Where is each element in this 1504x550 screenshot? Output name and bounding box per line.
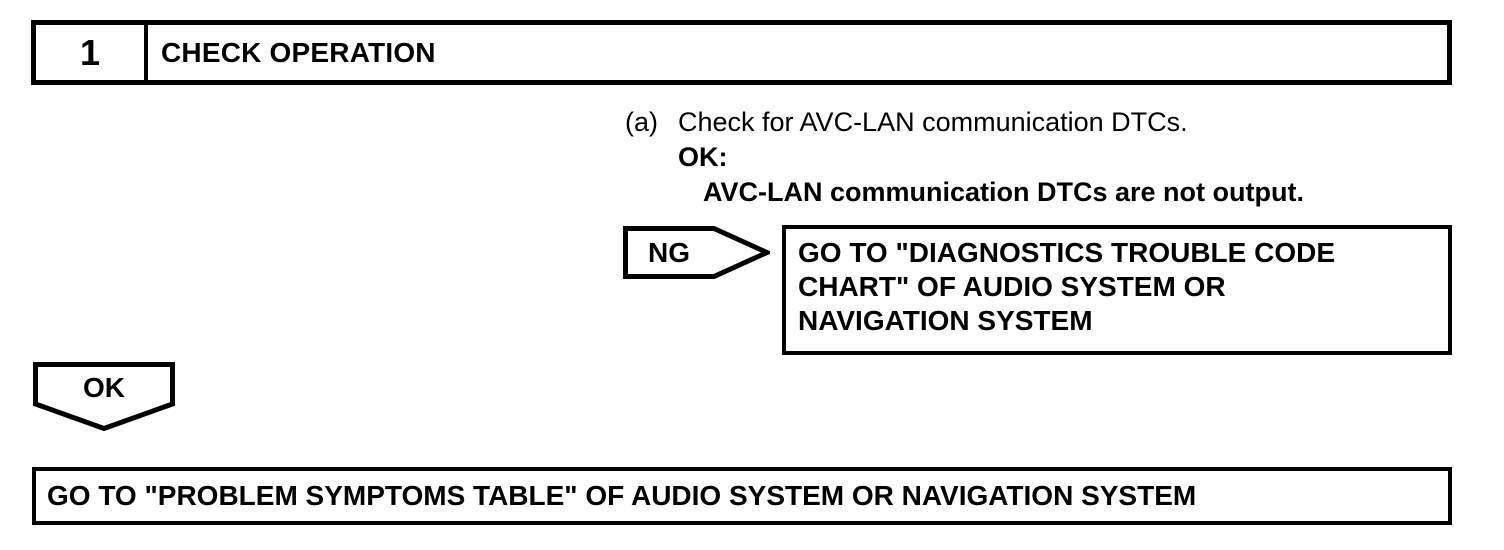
ok-arrow-icon bbox=[33, 362, 175, 432]
ok-action-box: GO TO "PROBLEM SYMPTOMS TABLE" OF AUDIO … bbox=[32, 467, 1452, 525]
ng-action-box: GO TO "DIAGNOSTICS TROUBLE CODE CHART" O… bbox=[782, 225, 1452, 355]
procedure-text-block: (a) Check for AVC-LAN communication DTCs… bbox=[625, 105, 1385, 210]
step-number: 1 bbox=[36, 25, 148, 80]
ng-arrow-icon bbox=[623, 226, 770, 279]
procedure-item-label: (a) bbox=[625, 107, 658, 137]
ok-action-text: GO TO "PROBLEM SYMPTOMS TABLE" OF AUDIO … bbox=[47, 480, 1197, 511]
ng-connector-label: NG bbox=[648, 236, 690, 268]
ok-criteria-heading: OK: bbox=[678, 142, 728, 172]
ng-action-line: CHART" OF AUDIO SYSTEM OR bbox=[798, 271, 1226, 302]
ng-action-line: GO TO "DIAGNOSTICS TROUBLE CODE bbox=[798, 237, 1336, 268]
procedure-step-line: (a) Check for AVC-LAN communication DTCs… bbox=[625, 105, 1385, 140]
step-title: CHECK OPERATION bbox=[161, 36, 436, 68]
step-header-box: 1 CHECK OPERATION bbox=[31, 20, 1452, 85]
ng-action-line: NAVIGATION SYSTEM bbox=[798, 305, 1093, 336]
procedure-item-text: Check for AVC-LAN communication DTCs. bbox=[678, 107, 1188, 137]
ok-connector-label: OK bbox=[83, 372, 125, 403]
ok-criteria-condition: AVC-LAN communication DTCs are not outpu… bbox=[703, 177, 1304, 207]
